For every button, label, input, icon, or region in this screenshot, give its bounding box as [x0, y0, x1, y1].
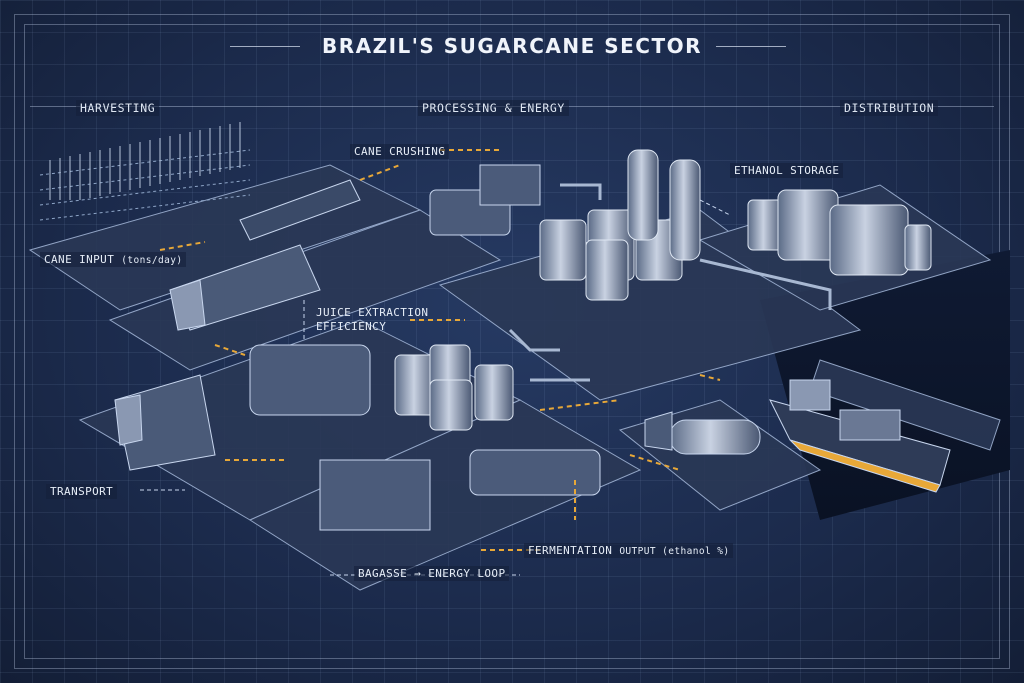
section-harvesting: HARVESTING	[76, 100, 160, 116]
fermentation-unit: OUTPUT (ethanol %)	[619, 546, 730, 557]
cane-input-label: CANE INPUT	[44, 253, 115, 266]
callout-ethanol-storage: ETHANOL STORAGE	[730, 163, 844, 178]
tanker-truck	[644, 411, 761, 455]
tanker-ship	[769, 379, 951, 493]
diagram-title: BRAZIL'S SUGARCANE SECTOR	[321, 34, 703, 58]
harvest-trucks	[114, 179, 361, 471]
pipes	[508, 183, 832, 382]
flow-arrows	[159, 149, 721, 551]
callout-fermentation: FERMENTATION OUTPUT (ethanol %)	[524, 543, 734, 558]
crushing-mills	[249, 164, 601, 531]
title-rule-right	[716, 46, 786, 47]
cane-field	[39, 122, 251, 221]
callout-transport: TRANSPORT	[46, 484, 118, 499]
callout-cane-crushing: CANE CRUSHING	[350, 144, 450, 159]
callout-juice-extraction: JUICE EXTRACTION EFFICIENCY	[316, 306, 428, 334]
fermentation-label: FERMENTATION	[528, 544, 613, 557]
bagasse-platform	[248, 399, 642, 591]
juice-extraction-line1: JUICE EXTRACTION	[316, 306, 429, 319]
processing-tanks	[394, 149, 701, 431]
storage-tanks	[747, 189, 932, 276]
section-processing: PROCESSING & ENERGY	[418, 100, 569, 116]
section-distribution: DISTRIBUTION	[840, 100, 939, 116]
title-rule-left	[230, 46, 300, 47]
callout-bagasse-loop: BAGASSE → ENERGY LOOP	[354, 566, 510, 581]
cane-input-unit: (tons/day)	[121, 255, 183, 266]
juice-extraction-line2: EFFICIENCY	[316, 320, 387, 333]
callout-cane-input: CANE INPUT (tons/day)	[40, 252, 187, 267]
